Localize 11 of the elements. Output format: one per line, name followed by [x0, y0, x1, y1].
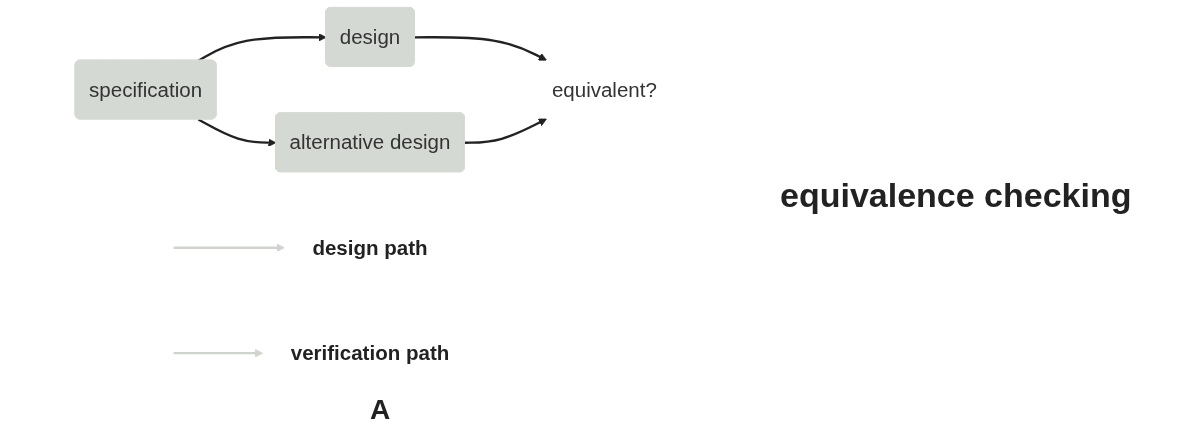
arrow — [464, 118, 547, 144]
arrow — [173, 243, 285, 252]
arrow — [173, 349, 264, 358]
arrow — [197, 118, 277, 147]
arrow — [197, 33, 327, 62]
node-text: design path — [312, 236, 428, 260]
node-text: equivalent? — [551, 77, 657, 102]
arrow — [414, 36, 547, 61]
node-text: verification path — [290, 341, 450, 365]
heading-label: equivalence checking — [780, 175, 1132, 215]
panel-caption: A — [368, 393, 392, 427]
